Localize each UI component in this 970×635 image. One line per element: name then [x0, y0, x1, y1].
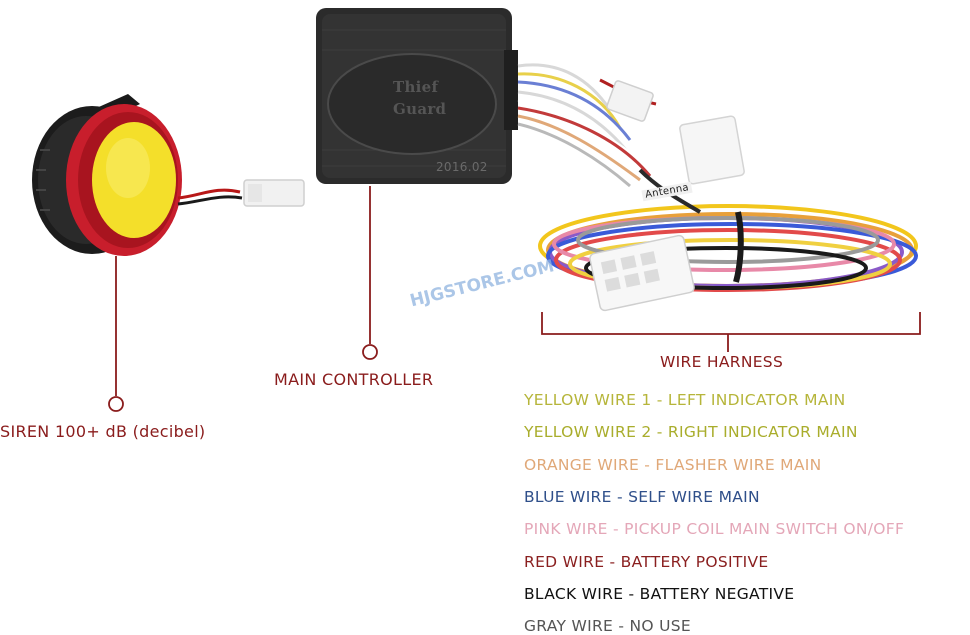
controller-brand-line2: Guard — [393, 100, 447, 118]
legend-row: BLUE WIRE - SELF WIRE MAIN — [524, 487, 760, 506]
wire-harness-illustration — [538, 168, 918, 292]
siren-illustration — [32, 94, 305, 256]
harness-plug — [589, 234, 695, 312]
siren-label: SIREN 100+ dB (decibel) — [0, 422, 206, 441]
legend-row: ORANGE WIRE - FLASHER WIRE MAIN — [524, 455, 822, 474]
harness-bracket — [541, 312, 921, 335]
siren-leader-dot — [108, 396, 124, 412]
legend-row: RED WIRE - BATTERY POSITIVE — [524, 552, 769, 571]
controller-label: MAIN CONTROLLER — [274, 370, 434, 389]
harness-connector-top — [679, 115, 745, 185]
controller-illustration — [316, 8, 518, 184]
legend-row: GRAY WIRE - NO USE — [524, 617, 691, 635]
controller-connector — [606, 80, 654, 122]
controller-year: 2016.02 — [436, 160, 488, 174]
legend-row: YELLOW WIRE 2 - RIGHT INDICATOR MAIN — [524, 423, 858, 442]
controller-wires — [517, 63, 657, 188]
controller-leader-dot — [362, 344, 378, 360]
controller-brand-line1: Thief — [393, 78, 439, 96]
legend-row: BLACK WIRE - BATTERY NEGATIVE — [524, 584, 795, 603]
legend-row: YELLOW WIRE 1 - LEFT INDICATOR MAIN — [524, 391, 846, 409]
harness-label: WIRE HARNESS — [660, 353, 784, 371]
legend-row: PINK WIRE - PICKUP COIL MAIN SWITCH ON/O… — [524, 520, 905, 539]
